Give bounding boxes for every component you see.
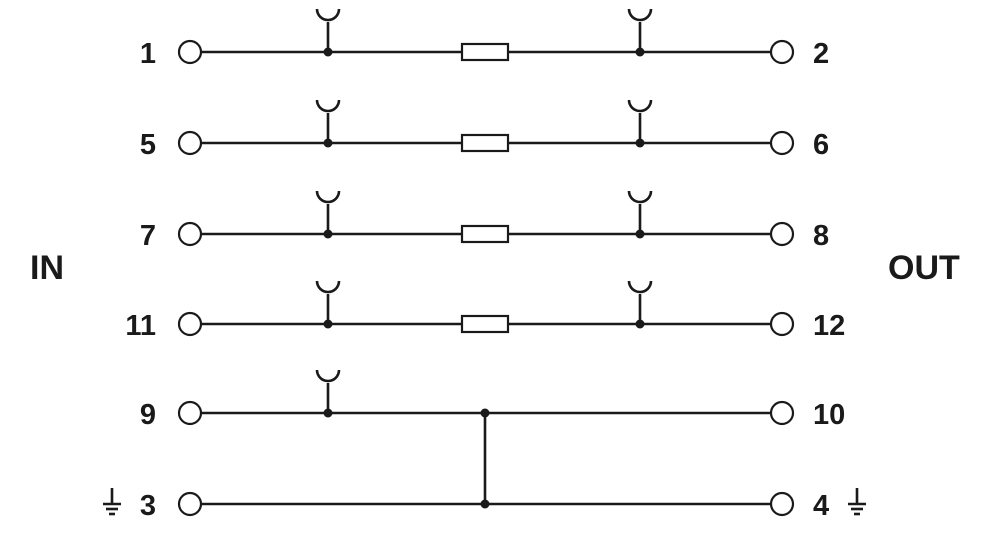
output-terminal-label: 12 — [813, 310, 845, 342]
output-terminal-label: 8 — [813, 220, 829, 252]
input-terminal — [177, 130, 203, 156]
output-side-label: OUT — [888, 249, 960, 287]
test-socket-out — [627, 8, 653, 57]
output-terminal-label: 6 — [813, 129, 829, 161]
input-terminal-label: 11 — [125, 310, 156, 342]
test-socket-in — [315, 280, 341, 329]
test-socket-in — [315, 369, 341, 418]
input-terminal-label: 7 — [140, 220, 156, 252]
input-terminal — [177, 491, 203, 517]
test-socket-out — [627, 280, 653, 329]
junction-dot — [480, 499, 490, 509]
resistor — [460, 224, 510, 244]
circuit-row: 9 10 — [140, 369, 845, 431]
output-terminal — [769, 311, 795, 337]
input-side-label: IN — [30, 249, 64, 287]
output-terminal — [769, 221, 795, 247]
output-terminal-label: 2 — [813, 38, 829, 70]
junction-dot — [480, 408, 490, 418]
input-terminal — [177, 221, 203, 247]
resistor — [460, 314, 510, 334]
output-terminal — [769, 39, 795, 65]
input-terminal-label: 3 — [140, 490, 156, 522]
input-terminal — [177, 39, 203, 65]
input-terminal-label: 1 — [140, 38, 156, 70]
resistor — [460, 42, 510, 62]
test-socket-out — [627, 99, 653, 148]
input-terminal-label: 5 — [140, 129, 156, 161]
circuit-row: 11 12 — [125, 280, 845, 342]
test-socket-in — [315, 99, 341, 148]
input-terminal-label: 9 — [140, 399, 156, 431]
ground-icon-input — [103, 488, 121, 516]
output-terminal — [769, 491, 795, 517]
test-socket-out — [627, 190, 653, 239]
output-terminal — [769, 130, 795, 156]
output-terminal — [769, 400, 795, 426]
output-terminal-label: 4 — [813, 490, 829, 522]
output-terminal-label: 10 — [813, 399, 845, 431]
resistor — [460, 133, 510, 153]
test-socket-in — [315, 190, 341, 239]
test-socket-in — [315, 8, 341, 57]
input-terminal — [177, 400, 203, 426]
input-terminal — [177, 311, 203, 337]
ground-icon-output — [848, 488, 866, 516]
